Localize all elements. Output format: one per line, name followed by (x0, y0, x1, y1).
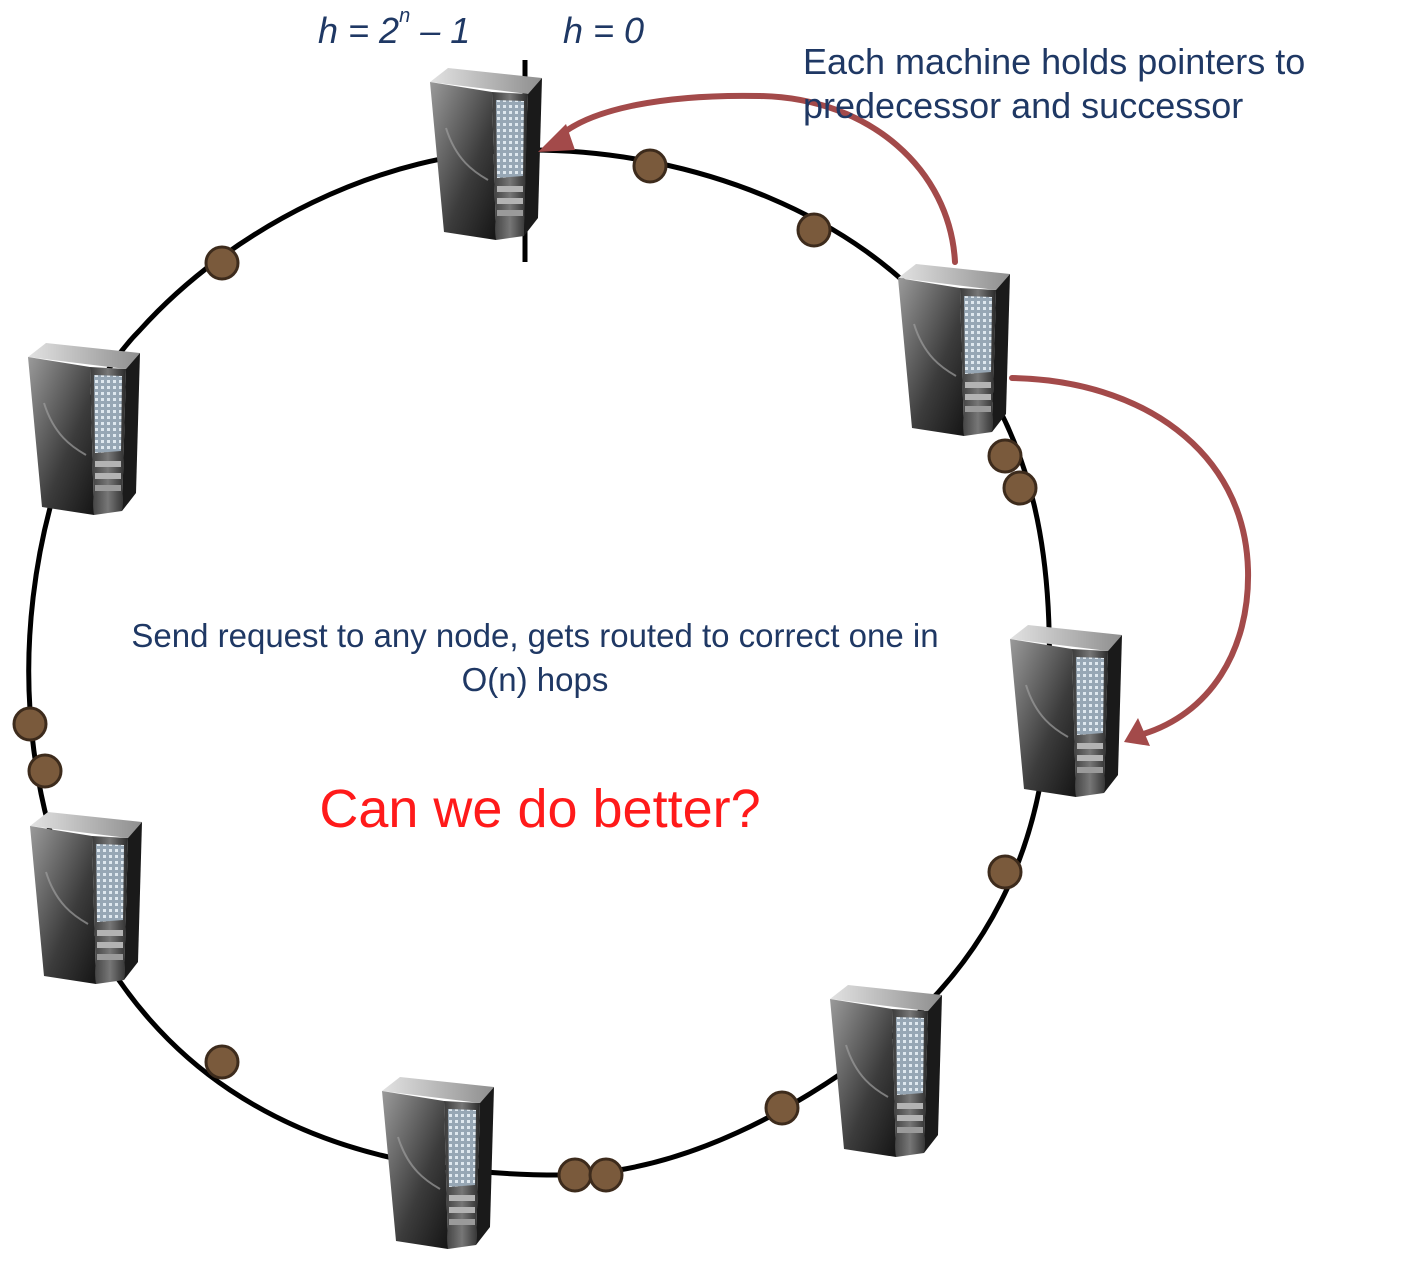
key-dot (796, 212, 832, 248)
server-tower-icon (1009, 624, 1123, 798)
server-tower-icon (27, 342, 141, 516)
question-heading: Can we do better? (319, 779, 761, 839)
key-dot (27, 753, 63, 789)
key-dot (987, 438, 1023, 474)
server-tower-icon (829, 984, 943, 1158)
key-dot (557, 1157, 593, 1193)
key-dot (1002, 470, 1038, 506)
predecessor-arrowhead (538, 124, 575, 152)
key-dot (764, 1090, 800, 1126)
server-tower-icon (897, 263, 1011, 437)
successor-arrowhead (1124, 718, 1150, 746)
key-dot (204, 1044, 240, 1080)
key-dot (632, 148, 668, 184)
server-tower-icon (29, 811, 143, 985)
pointer-arrows (552, 92, 1252, 738)
key-dot (12, 706, 48, 742)
hash-max-label: h = 2n – 1 (318, 5, 471, 51)
pointer-note: Each machine holds pointers to predecess… (803, 41, 1306, 126)
key-dot (588, 1157, 624, 1193)
hash-zero-label: h = 0 (563, 10, 645, 51)
key-dot (987, 854, 1023, 890)
key-dot (204, 245, 240, 281)
predecessor-pointer-arrow (552, 92, 958, 265)
server-tower-icon (381, 1076, 495, 1250)
key-dots (12, 148, 1038, 1193)
routing-note: Send request to any node, gets routed to… (131, 617, 939, 698)
successor-pointer-arrow (1009, 375, 1252, 738)
